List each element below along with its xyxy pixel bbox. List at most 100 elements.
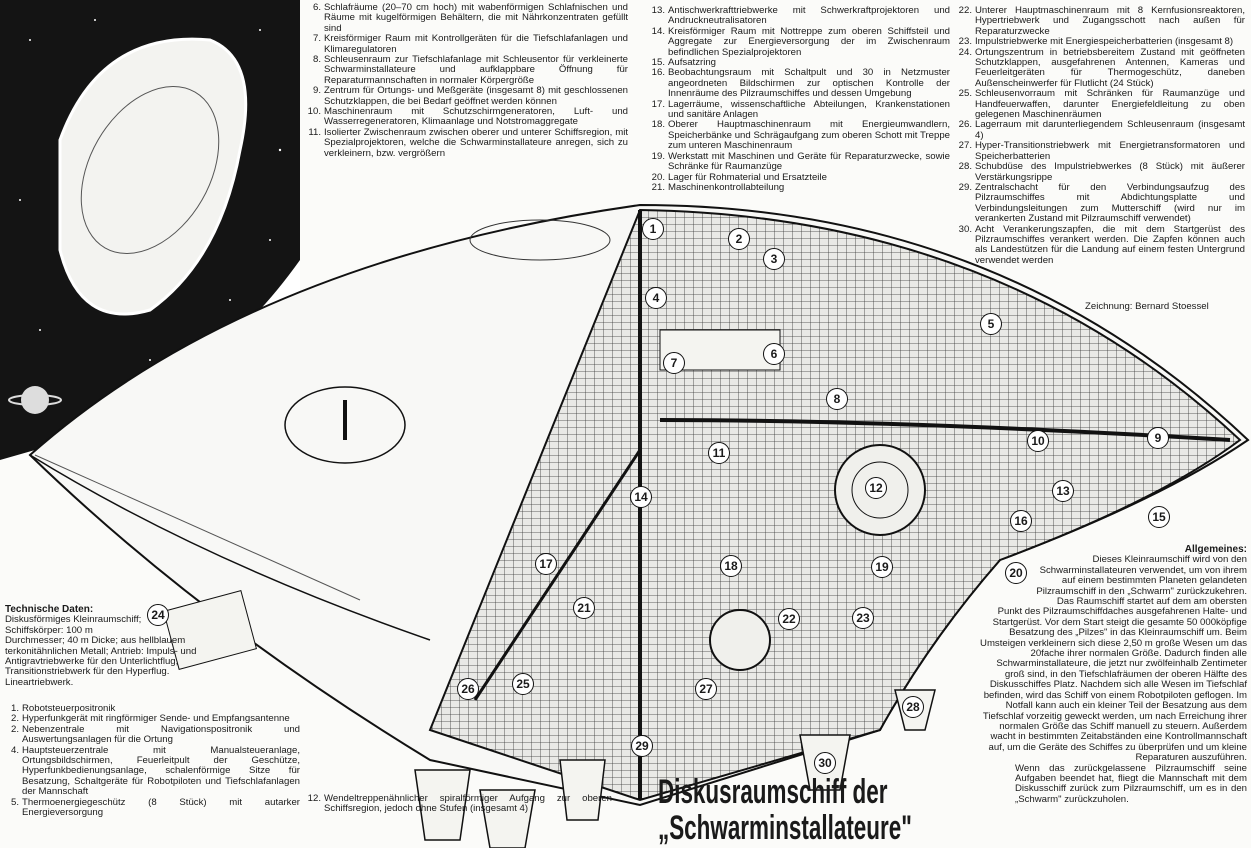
callout-6: 6: [763, 343, 785, 365]
legend-number: 11.: [308, 126, 321, 138]
callout-clearance: [955, 555, 1035, 597]
callout-14: 14: [630, 486, 652, 508]
legend-item: 9.Zentrum für Ortungs- und Meßgeräte (in…: [306, 86, 628, 107]
callout-20: 20: [1005, 562, 1027, 584]
legend-text: Kreisförmiger Raum mit Kontrollgeräten f…: [324, 33, 628, 55]
callout-1: 1: [642, 218, 664, 240]
legend-number: 29.: [958, 181, 972, 193]
legend-item-12: 12.Wendeltreppenähnlicher spiralförmiger…: [306, 793, 612, 815]
legend-item: 15.Aufsatzring: [650, 57, 950, 69]
callout-11: 11: [708, 442, 730, 464]
callout-27: 27: [695, 678, 717, 700]
general-text: Dieses Kleinraumschiff wird von den Schw…: [980, 554, 1247, 764]
legend-number: 13.: [651, 5, 665, 16]
callout-16: 16: [1010, 510, 1032, 532]
legend-item: 2.Hyperfunkgerät mit ringförmiger Sende-…: [4, 713, 300, 725]
legend-item: 14.Kreisförmiger Raum mit Nottreppe zum …: [650, 26, 950, 58]
legend-item: 20.Lager für Rohmaterial und Ersatzteile: [650, 171, 950, 183]
general-text-2: Wenn das zurückgelassene Pilzraumschiff …: [1015, 762, 1247, 805]
legend-number: 22.: [958, 5, 972, 16]
legend-number: 19.: [651, 150, 665, 162]
legend-text: Unterer Hauptmaschinenraum mit 8 Kernfus…: [975, 5, 1245, 37]
legend-text: Maschinenraum mit Schutzschirmgeneratore…: [324, 106, 628, 128]
callout-18: 18: [720, 555, 742, 577]
legend-item: 4.Hauptsteuerzentrale mit Manualsteueran…: [4, 744, 300, 798]
legend-item: 23.Impulstriebwerke mit Energiespeicherb…: [957, 36, 1245, 48]
legend-number: 15.: [651, 57, 665, 69]
legend-item: 18.Oberer Hauptmaschinenraum mit Energie…: [650, 120, 950, 151]
technical-data-heading: Technische Daten:: [5, 604, 94, 615]
legend-text: Antischwerkrafttriebwerke mit Schwerkraf…: [668, 5, 950, 27]
legend-text: Beobachtungsraum mit Schaltpult und 30 i…: [668, 67, 950, 100]
legend-item: 26.Lagerraum mit darunterliegendem Schle…: [957, 120, 1245, 141]
technical-data: Technische Daten: Diskusförmiges Kleinra…: [5, 604, 215, 688]
legend-number: 8.: [312, 54, 321, 66]
callout-5: 5: [980, 313, 1002, 335]
legend-text: Maschinenkontrollabteilung: [668, 181, 785, 193]
legend-number: 26.: [958, 119, 972, 131]
title-line-1: Diskusraumschiff der: [658, 773, 888, 811]
inset-space-view: [0, 0, 300, 460]
legend-text: Schubdüse des Impulstriebwerkes (8 Stück…: [975, 161, 1245, 183]
technical-data-text: Diskusförmiges Kleinraumschiff; Schiffsk…: [5, 614, 197, 688]
legend-number: 27.: [958, 140, 972, 152]
callout-7: 7: [663, 352, 685, 374]
callout-23: 23: [852, 607, 874, 629]
legend-item: 5.Thermoenergiegeschütz (8 Stück) mit au…: [4, 796, 300, 819]
legend-item: 16.Beobachtungsraum mit Schaltpult und 3…: [650, 68, 950, 99]
legend-text: Oberer Hauptmaschinenraum mit Energieumw…: [668, 119, 950, 152]
legend-number: 28.: [958, 161, 972, 173]
legend-number: 2.: [10, 723, 19, 735]
legend-text: Werkstatt mit Maschinen und Geräte für R…: [668, 150, 950, 173]
legend-column-d: 22.Unterer Hauptmaschinenraum mit 8 Kern…: [957, 5, 1245, 267]
callout-25: 25: [512, 673, 534, 695]
legend-number: 21.: [651, 181, 665, 193]
legend-number: 2.: [10, 713, 19, 725]
legend-item: 30.Acht Verankerungszapfen, die mit dem …: [957, 223, 1245, 267]
legend-number: 9.: [312, 85, 321, 97]
legend-number: 24.: [958, 46, 972, 58]
legend-number: 18.: [651, 119, 665, 131]
callout-10: 10: [1027, 430, 1049, 452]
legend-text: Schleusenraum zur Tiefschlafanlage mit S…: [324, 54, 628, 86]
callout-19: 19: [871, 556, 893, 578]
legend-item: 27.Hyper-Transitionstriebwerk mit Energi…: [957, 141, 1245, 162]
legend-number: 10.: [307, 106, 321, 118]
legend-item: 13.Antischwerkrafttriebwerke mit Schwerk…: [650, 5, 950, 27]
legend-number: 16.: [651, 67, 665, 79]
callout-clearance: [143, 605, 215, 629]
legend-text: Thermoenergiegeschütz (8 Stück) mit auta…: [22, 796, 300, 819]
legend-item: 7.Kreisförmiger Raum mit Kontrollgeräten…: [306, 34, 628, 55]
legend-item: 8.Schleusenraum zur Tiefschlafanlage mit…: [306, 54, 628, 86]
antenna-dish: [284, 386, 406, 464]
legend-text: Wendeltreppenähnlicher spiralförmiger Au…: [324, 793, 612, 815]
legend-number: 17.: [651, 98, 665, 110]
callout-29: 29: [631, 735, 653, 757]
legend-number: 6.: [312, 2, 321, 13]
legend-item: 10.Maschinenraum mit Schutzschirmgenerat…: [306, 106, 628, 128]
callout-9: 9: [1147, 427, 1169, 449]
legend-item: 25.Schleusenvorraum mit Schränken für Ra…: [957, 89, 1245, 120]
legend-number: 7.: [312, 33, 321, 45]
callout-3: 3: [763, 248, 785, 270]
legend-text: Robotsteuerpositronik: [22, 703, 116, 714]
callout-28: 28: [902, 696, 924, 718]
legend-item: 6.Schlafräume (20–70 cm hoch) mit wabenf…: [306, 2, 628, 34]
legend-number: 20.: [651, 171, 665, 183]
legend-text: Lagerräume, wissenschaftliche Abteilunge…: [668, 98, 950, 121]
legend-number: 30.: [958, 223, 972, 235]
legend-text: Hyperfunkgerät mit ringförmiger Sende- u…: [22, 713, 290, 725]
legend-number: 4.: [10, 744, 19, 756]
callout-8: 8: [826, 388, 848, 410]
legend-item: 2.Nebenzentrale mit Navigationspositroni…: [4, 723, 300, 746]
sensor-pod: [162, 590, 258, 670]
callout-24: 24: [147, 604, 169, 626]
legend-item: 11.Isolierter Zwischenraum zwischen ober…: [306, 126, 628, 159]
legend-text: Nebenzentrale mit Navigationspositronik …: [22, 723, 300, 746]
callout-4: 4: [645, 287, 667, 309]
legend-text: Impulstriebwerke mit Energiespeicherbatt…: [975, 36, 1234, 48]
legend-text: Hyper-Transitionstriebwerk mit Energietr…: [975, 140, 1245, 162]
legend-text: Aufsatzring: [668, 57, 716, 69]
legend-text: Hauptsteuerzentrale mit Manualsteueranla…: [22, 744, 300, 798]
